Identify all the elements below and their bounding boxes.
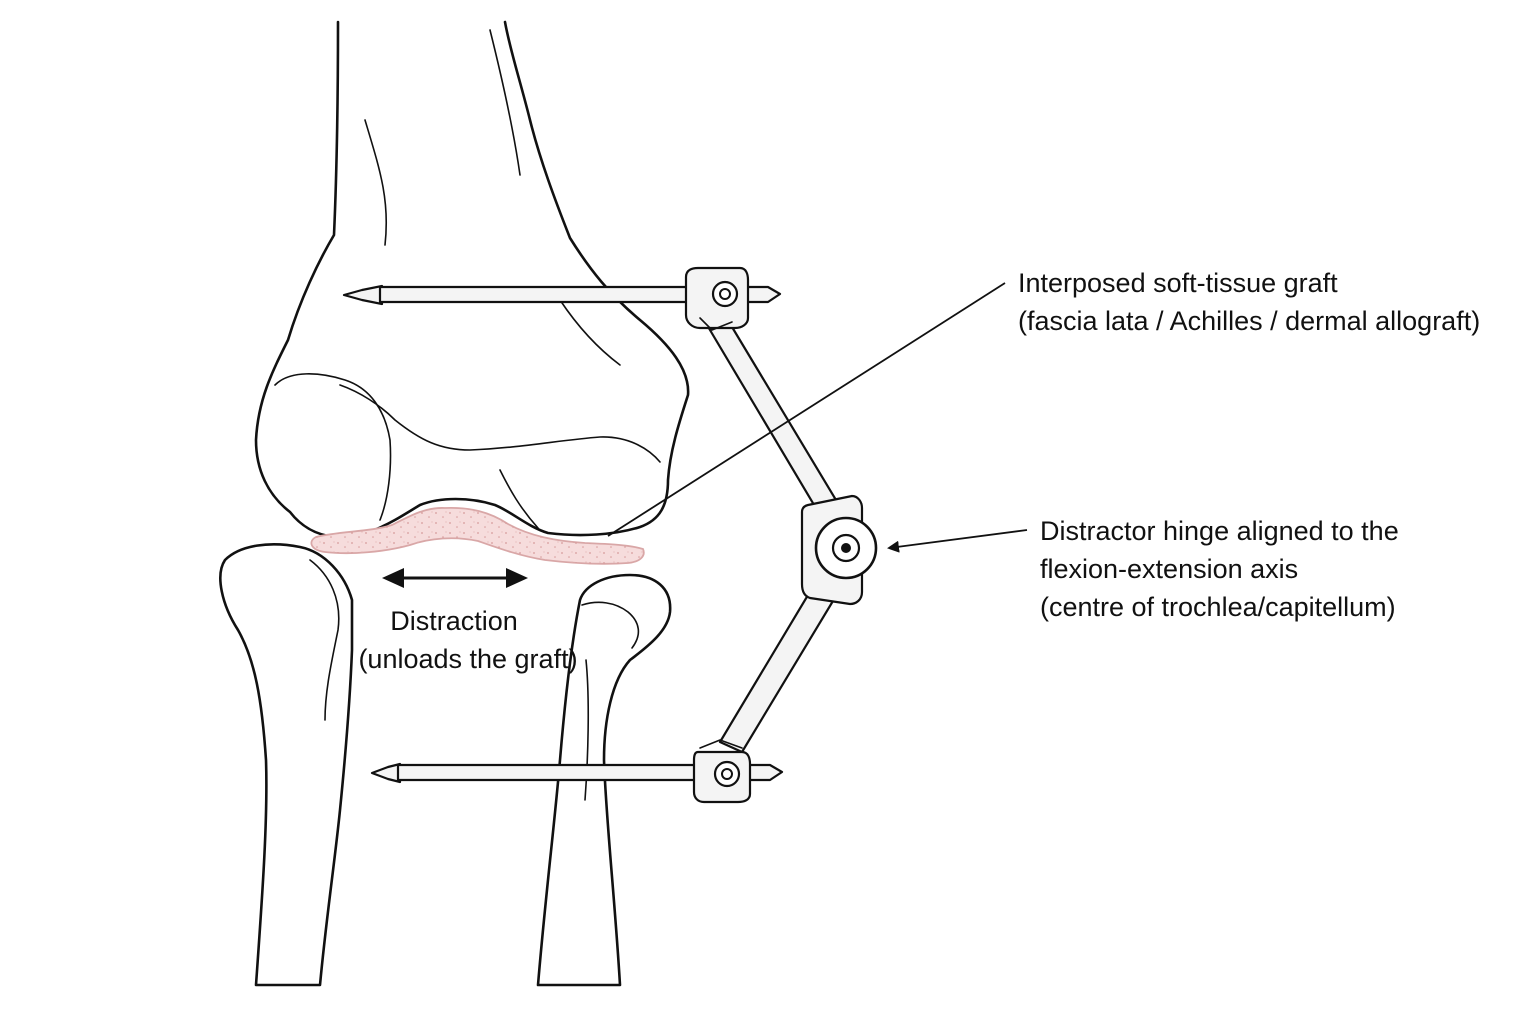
femur-cortex-line — [489, 29, 521, 176]
graft-label-line2: (fascia lata / Achilles / dermal allogra… — [1018, 306, 1480, 336]
hinge-label-line3: (centre of trochlea/capitellum) — [1040, 592, 1396, 622]
fibula-head-line — [581, 601, 640, 649]
hinge-label-line2: flexion-extension axis — [1040, 554, 1298, 584]
femur-shaft-line — [364, 119, 388, 246]
femur — [254, 20, 690, 539]
hinge-label: Distractor hinge aligned to the flexion-… — [1040, 516, 1399, 622]
pin-clamp-icon — [692, 739, 752, 804]
hinge-icon — [800, 494, 878, 606]
pin-clamp-icon — [684, 266, 750, 331]
upper-strut — [705, 315, 844, 522]
distraction-label: Distraction (unloads the graft) — [358, 606, 577, 674]
fibula-shaft-line — [584, 659, 590, 801]
femur-outline — [254, 20, 690, 539]
femur-lateral-condyle-line — [559, 299, 621, 366]
distraction-label-line1: Distraction — [390, 606, 518, 636]
graft-leader-line — [607, 282, 1006, 537]
hinge-leader-line — [887, 529, 1028, 553]
femur-trochlea-line — [339, 384, 661, 463]
tibia-inner-line — [309, 559, 340, 721]
soft-tissue-graft — [310, 506, 645, 565]
graft-label-line1: Interposed soft-tissue graft — [1018, 268, 1338, 298]
graft-texture — [311, 507, 644, 564]
hinge-label-line1: Distractor hinge aligned to the — [1040, 516, 1399, 546]
graft-label: Interposed soft-tissue graft (fascia lat… — [1018, 268, 1480, 336]
lower-strut — [718, 573, 844, 754]
external-fixator — [342, 266, 878, 804]
tibia — [219, 543, 354, 987]
double-headed-arrow-icon — [382, 568, 528, 588]
tibia-outline — [219, 543, 354, 987]
femur-notch-line — [499, 469, 539, 529]
distraction-label-line2: (unloads the graft) — [358, 644, 577, 674]
